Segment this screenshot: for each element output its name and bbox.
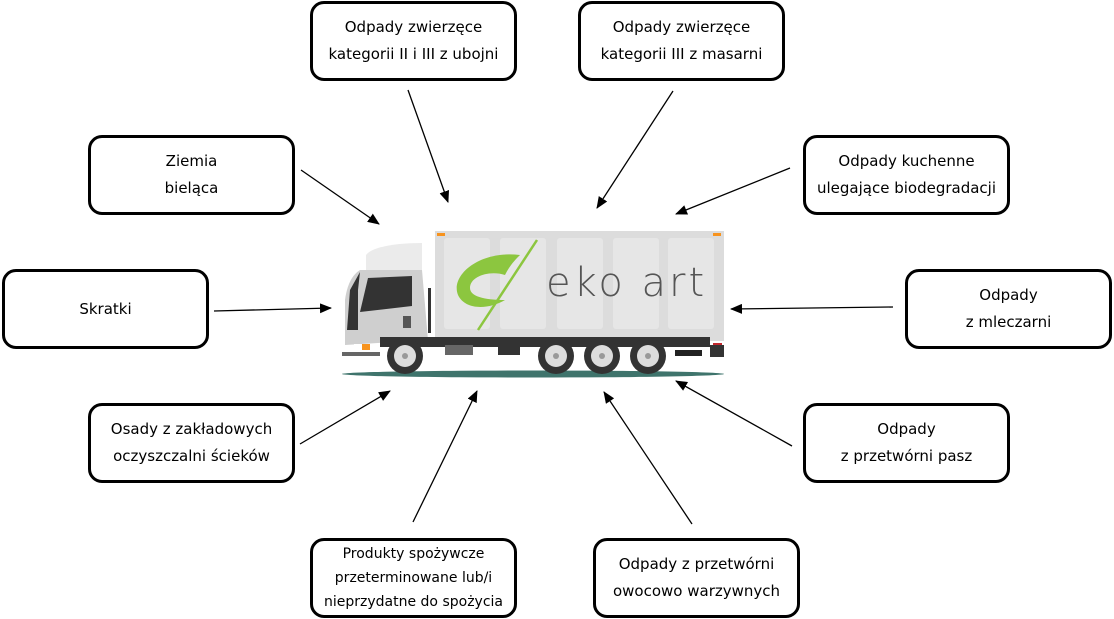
eko-art-logo: eko art [456, 239, 707, 331]
source-box-mleczarni: Odpady z mleczarni [905, 269, 1112, 349]
arrow-mleczarni [730, 303, 894, 314]
arrow-kuchenne [675, 167, 791, 215]
arrow-masarni [596, 90, 674, 209]
source-box-produkty: Produkty spożywcze przeterminowane lub/i… [310, 538, 517, 618]
source-box-ubojni: Odpady zwierzęce kategorii II i III z ub… [310, 1, 517, 81]
source-box-pasz: Odpady z przetwórni pasz [803, 403, 1010, 483]
svg-text:eko art: eko art [546, 260, 707, 306]
arrow-owocowo [603, 391, 693, 525]
source-box-ziemia: Ziemia bieląca [88, 135, 295, 215]
source-box-kuchenne: Odpady kuchenne ulegające biodegradacji [803, 135, 1010, 215]
arrow-skratki [213, 303, 332, 314]
source-box-masarni: Odpady zwierzęce kategorii III z masarni [578, 1, 785, 81]
source-box-owocowo: Odpady z przetwórni owocowo warzywnych [593, 538, 800, 618]
arrow-osady [299, 390, 391, 445]
source-box-skratki: Skratki [2, 269, 209, 349]
truck-wheels [387, 338, 666, 374]
truck-shadow [342, 370, 724, 378]
truck-illustration: eko art [342, 231, 724, 378]
source-box-osady: Osady z zakładowych oczyszczalni ścieków [88, 403, 295, 483]
arrow-ubojni [407, 89, 450, 203]
arrow-pasz [675, 380, 793, 447]
arrow-produkty [412, 390, 478, 523]
arrow-ziemia [300, 169, 380, 225]
